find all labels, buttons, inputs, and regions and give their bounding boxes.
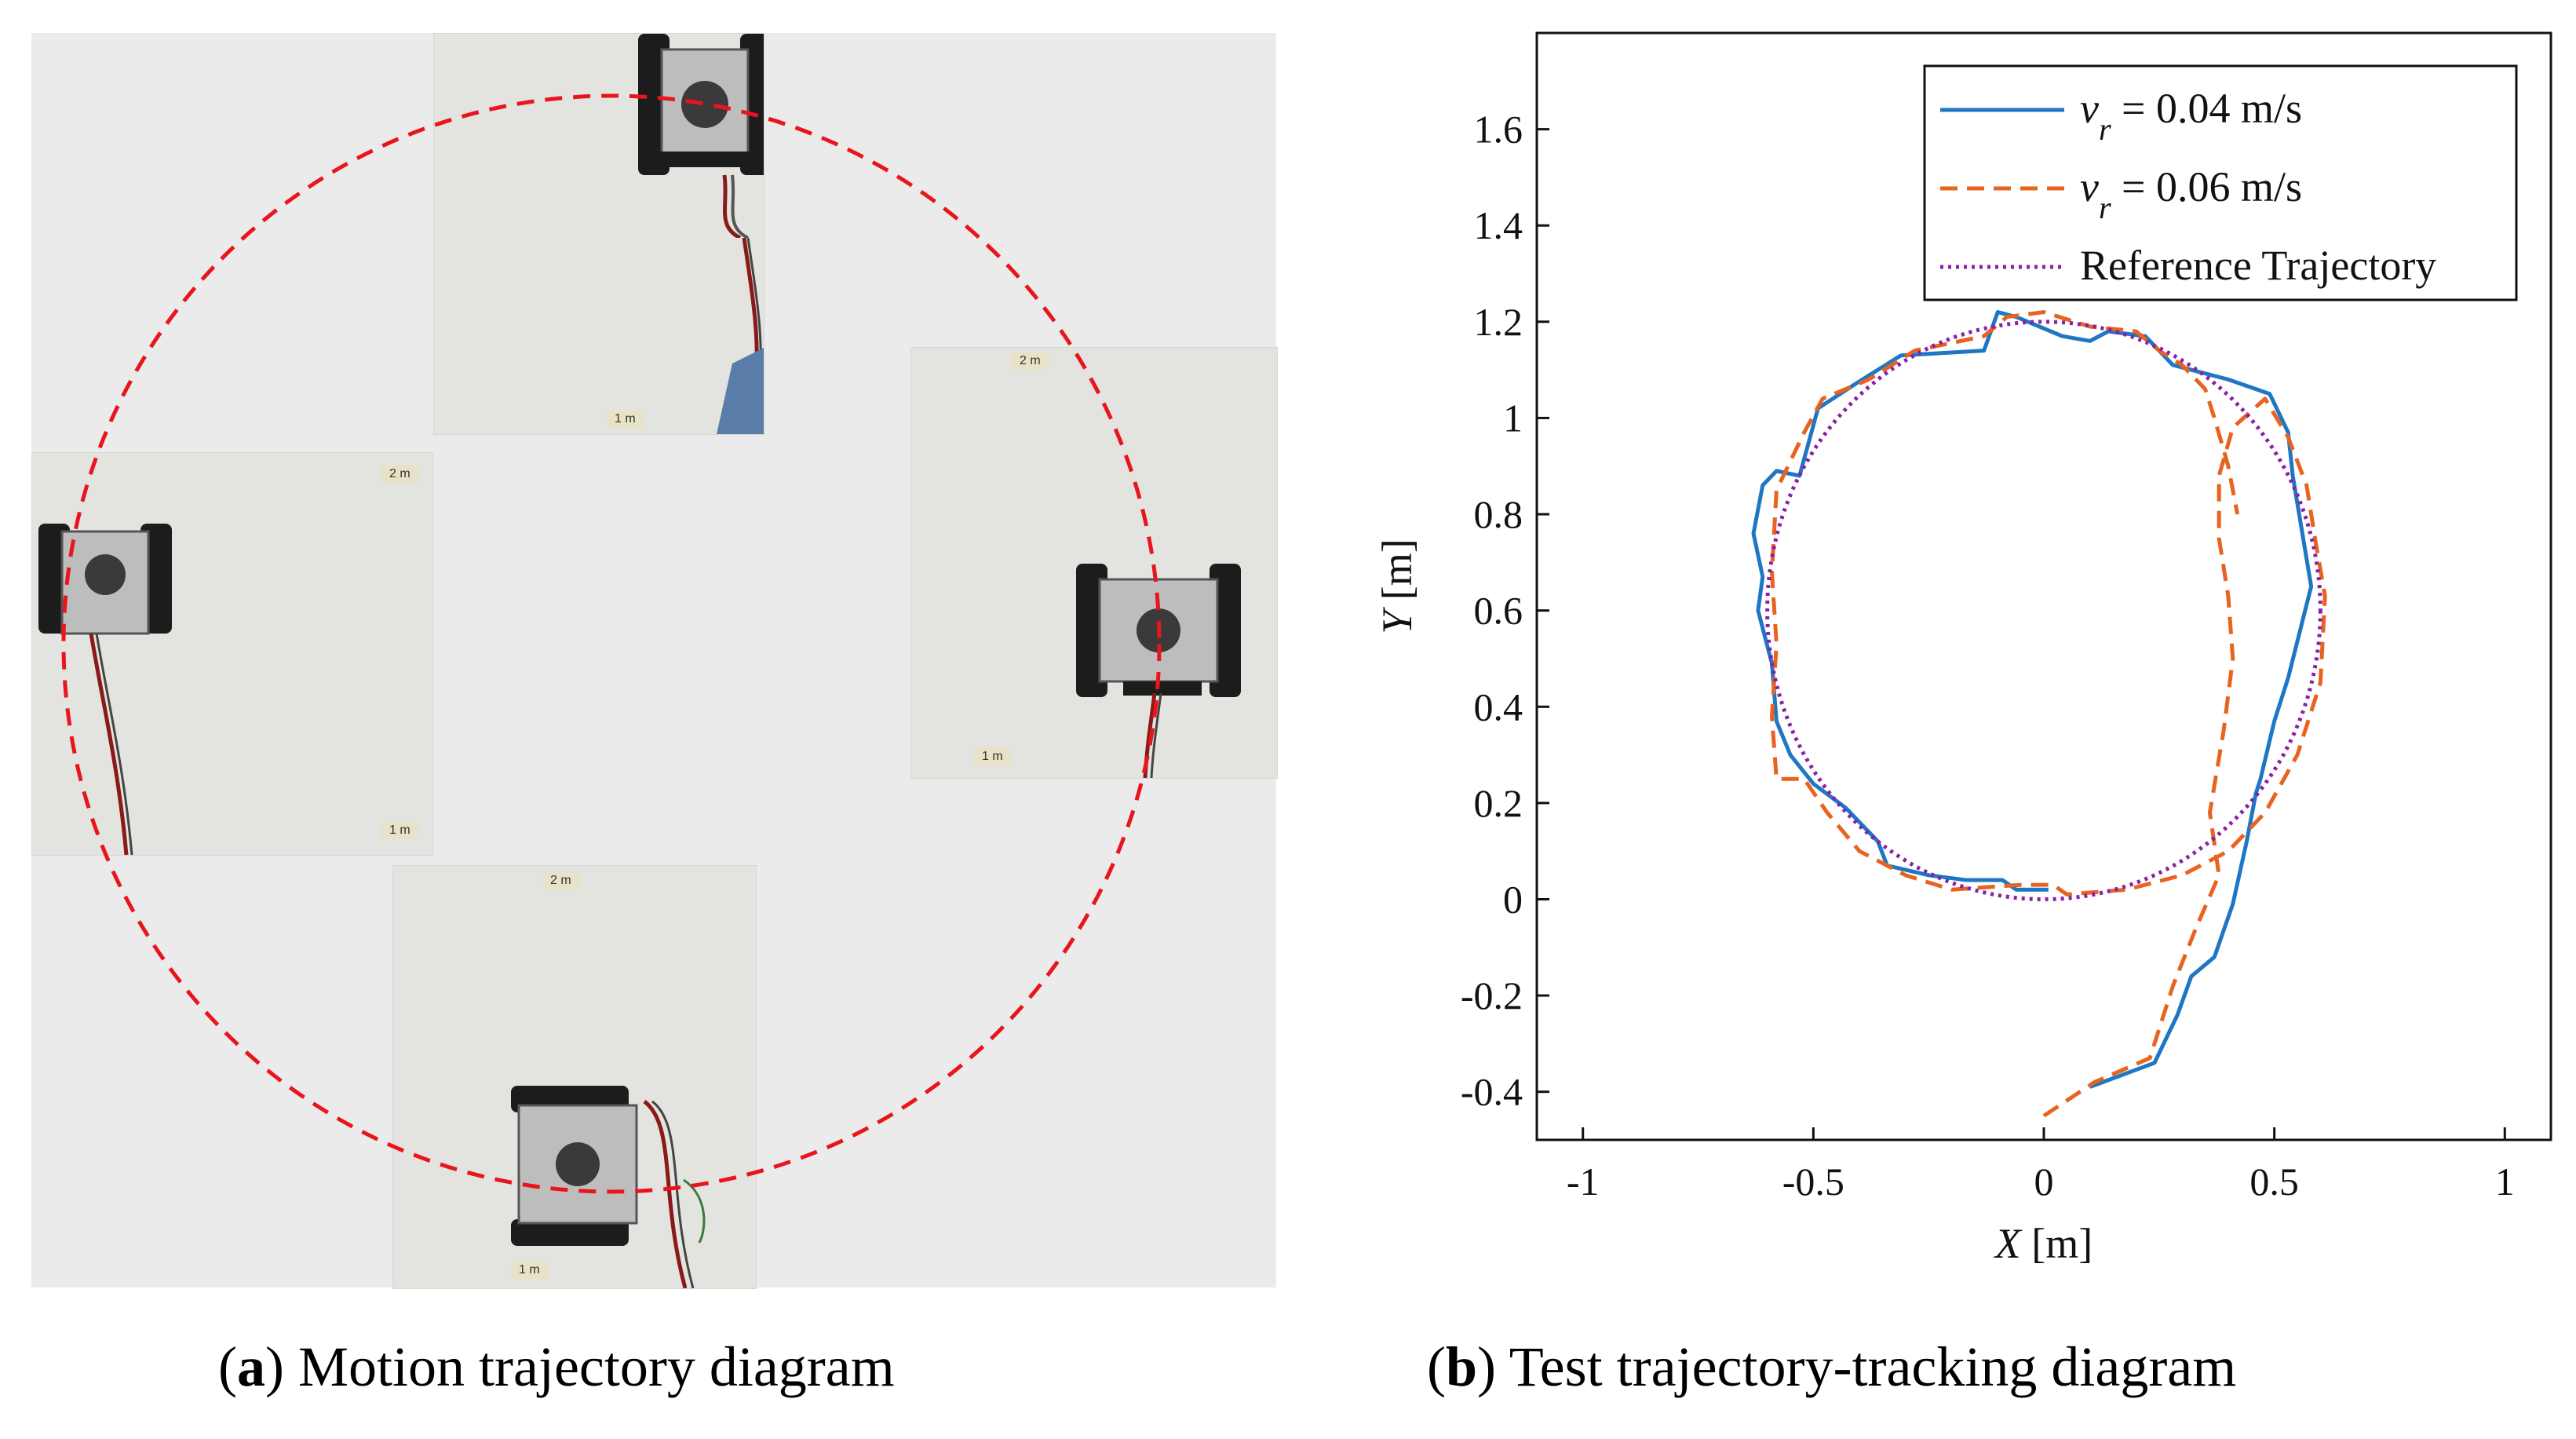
scale-tape-bottom-bottom: 1 m <box>511 1262 548 1279</box>
trajectory-tracking-chart: -0.4 -0.2 0 0.2 0.4 0.6 0.8 1 1.2 1.4 1.6 -1 -0.5 0 0… <box>1374 31 2552 1267</box>
y-tick-label: -0.2 <box>1461 973 1523 1017</box>
legend-label-1: vr = 0.06 m/s <box>2080 163 2302 225</box>
legend-label-0: vr = 0.04 m/s <box>2080 85 2302 147</box>
scale-tape-right-top: 2 m <box>1012 352 1049 370</box>
scale-tape-right-bottom: 1 m <box>974 748 1011 765</box>
caption-a: (a) Motion trajectory diagram <box>218 1335 895 1398</box>
x-tick-label: -1 <box>1567 1160 1600 1203</box>
series-layer <box>1751 310 2327 1118</box>
x-axis-ticks: -1 -0.5 0 0.5 1 <box>1567 1127 2515 1203</box>
tracked-robot-left <box>38 524 172 635</box>
y-tick-label: 1.2 <box>1474 300 1523 344</box>
series-line-2 <box>1765 320 2322 901</box>
series-line-1 <box>1770 310 2327 1118</box>
cable-left <box>89 633 133 855</box>
y-tick-label: 0.6 <box>1474 589 1523 633</box>
scale-tape-left-top: 2 m <box>381 466 418 483</box>
legend-box <box>1923 64 2518 301</box>
caption-b: (b) Test trajectory-tracking diagram <box>1427 1335 2237 1398</box>
legend-label-2: Reference Trajectory <box>2080 242 2436 289</box>
x-tick-label: 0.5 <box>2249 1160 2299 1203</box>
y-tick-label: -0.4 <box>1461 1070 1523 1114</box>
cable-top <box>717 237 764 434</box>
planned-circular-path <box>61 93 1162 1194</box>
y-tick-label: 0 <box>1503 877 1523 921</box>
x-tick-label: 1 <box>2495 1160 2515 1203</box>
photo-left: 2 m 1 m <box>31 452 433 856</box>
y-tick-label: 1 <box>1503 396 1523 440</box>
y-tick-label: 0.2 <box>1474 781 1523 825</box>
motion-trajectory-photo-collage: 1 m 2 m 1 m <box>31 33 1278 1289</box>
photo-top: 1 m <box>433 33 764 435</box>
scale-tape-left-bottom: 1 m <box>381 822 418 839</box>
x-axis-label: X [m] <box>1994 1220 2093 1267</box>
y-tick-label: 0.4 <box>1474 685 1523 729</box>
x-tick-label: 0 <box>2034 1160 2054 1203</box>
y-axis-label: Y [m] <box>1374 539 1421 634</box>
x-tick-label: -0.5 <box>1782 1160 1844 1203</box>
y-tick-label: 0.8 <box>1474 492 1523 536</box>
scale-tape-bottom-top: 2 m <box>542 872 579 889</box>
tracked-robot-top <box>638 34 764 238</box>
scale-tape-top: 1 m <box>607 411 644 428</box>
series-line-0 <box>1751 310 2314 1089</box>
y-axis-ticks: -0.4 -0.2 0 0.2 0.4 0.6 0.8 1 1.2 1.4 1.6 <box>1461 108 1549 1114</box>
photo-right: 2 m 1 m <box>910 347 1278 779</box>
y-tick-label: 1.4 <box>1474 203 1523 247</box>
cable-bottom <box>643 1100 706 1288</box>
photo-bottom: 2 m 1 m <box>392 865 757 1289</box>
tracked-robot-bottom <box>511 1086 638 1246</box>
plot-frame <box>1535 31 2552 1141</box>
y-tick-label: 1.6 <box>1474 108 1523 152</box>
chart-legend: vr = 0.04 m/s vr = 0.06 m/s Reference Tr… <box>1923 64 2518 301</box>
